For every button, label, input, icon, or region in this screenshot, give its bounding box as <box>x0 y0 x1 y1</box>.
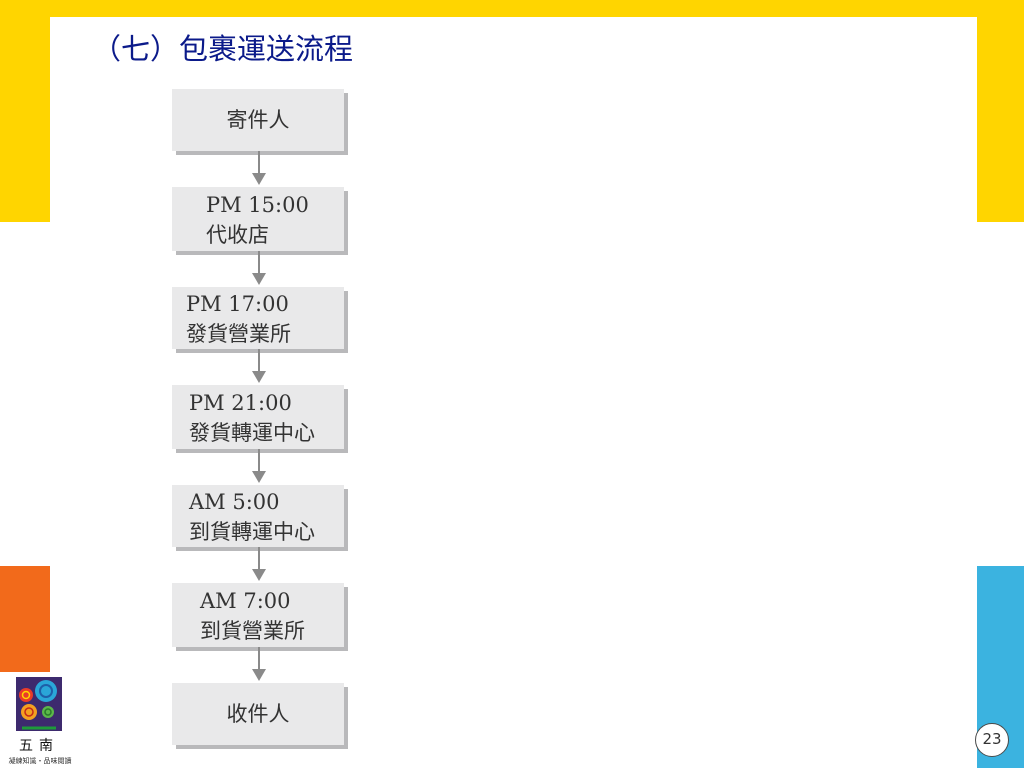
yellow-band-left <box>0 0 50 222</box>
logo-name: 五南 <box>19 738 59 754</box>
flow-arrow <box>252 647 266 681</box>
step-label: 到貨營業所 <box>200 619 305 643</box>
orange-band-left <box>0 566 50 672</box>
publisher-logo: 五南 凝練知識・品味閱讀 <box>2 672 76 768</box>
logo-emblem-icon <box>16 677 62 731</box>
logo-slogan: 凝練知識・品味閱讀 <box>8 757 72 765</box>
flow-step-collection-store: PM 15:00 代收店 <box>172 187 344 251</box>
page-number-badge: 23 <box>975 723 1009 757</box>
flow-step-recipient: 收件人 <box>172 683 344 745</box>
flow-arrow <box>252 547 266 581</box>
step-time: PM 15:00 <box>206 193 309 217</box>
flow-step-sender: 寄件人 <box>172 89 344 151</box>
step-label: 發貨營業所 <box>186 322 291 346</box>
flow-step-receiving-office: AM 7:00 到貨營業所 <box>172 583 344 647</box>
flow-step-receiving-hub: AM 5:00 到貨轉運中心 <box>172 485 344 547</box>
flow-arrow <box>252 449 266 483</box>
step-time: AM 7:00 <box>200 589 291 613</box>
yellow-band-top <box>0 0 1024 17</box>
flow-arrow <box>252 151 266 185</box>
step-label: 發貨轉運中心 <box>189 421 315 445</box>
step-time: PM 21:00 <box>189 391 292 415</box>
step-label: 代收店 <box>206 223 269 247</box>
yellow-band-right <box>977 0 1024 222</box>
flow-arrow <box>252 349 266 383</box>
step-label: 收件人 <box>226 702 290 726</box>
slide-title: （七）包裹運送流程 <box>92 32 354 66</box>
flow-step-sending-office: PM 17:00 發貨營業所 <box>172 287 344 349</box>
flow-arrow <box>252 251 266 285</box>
step-time: PM 17:00 <box>186 292 289 316</box>
flow-step-sending-hub: PM 21:00 發貨轉運中心 <box>172 385 344 449</box>
step-label: 到貨轉運中心 <box>189 520 315 544</box>
step-time: AM 5:00 <box>189 490 280 514</box>
step-label: 寄件人 <box>226 108 290 132</box>
